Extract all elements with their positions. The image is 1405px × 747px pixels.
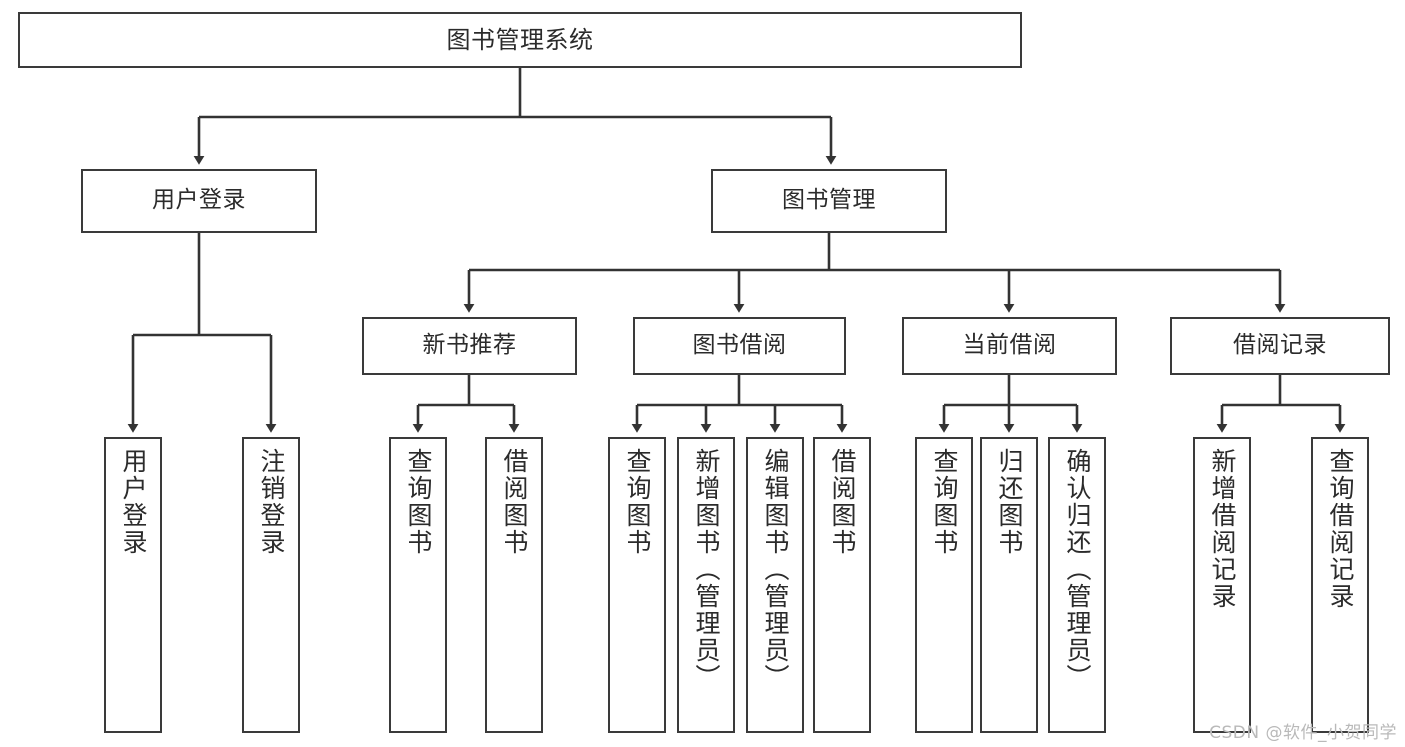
node-book-manage-label: 图书管理 [782,187,876,214]
node-leaf-user-login-label: 用户登录 [119,448,148,556]
node-leaf-borrow-book-1[interactable]: 借阅图书 [485,437,543,733]
node-leaf-return-book[interactable]: 归还图书 [980,437,1038,733]
node-current-borrow-label: 当前借阅 [962,332,1057,359]
node-root-label: 图书管理系统 [446,25,594,54]
node-leaf-query-book-3[interactable]: 查询图书 [915,437,973,733]
node-book-borrow-label: 图书借阅 [692,332,787,359]
node-leaf-borrow-book-2-label: 借阅图书 [828,448,857,556]
node-leaf-query-book-1[interactable]: 查询图书 [389,437,447,733]
node-leaf-confirm-return[interactable]: 确认归还（管理员） [1048,437,1106,733]
node-user-login[interactable]: 用户登录 [81,169,317,233]
node-leaf-borrow-book-1-label: 借阅图书 [500,448,529,556]
node-book-manage[interactable]: 图书管理 [711,169,947,233]
node-leaf-user-login[interactable]: 用户登录 [104,437,162,733]
node-new-book-rec[interactable]: 新书推荐 [362,317,577,375]
node-leaf-query-book-2[interactable]: 查询图书 [608,437,666,733]
node-leaf-query-book-2-label: 查询图书 [623,448,652,556]
node-leaf-borrow-book-2[interactable]: 借阅图书 [813,437,871,733]
node-root[interactable]: 图书管理系统 [18,12,1022,68]
node-book-borrow[interactable]: 图书借阅 [633,317,846,375]
node-leaf-confirm-return-label: 确认归还（管理员） [1063,448,1092,691]
node-leaf-add-record[interactable]: 新增借阅记录 [1193,437,1251,733]
node-leaf-add-record-label: 新增借阅记录 [1208,448,1237,610]
node-leaf-query-record[interactable]: 查询借阅记录 [1311,437,1369,733]
node-leaf-query-book-1-label: 查询图书 [404,448,433,556]
node-leaf-logout-login-label: 注销登录 [257,448,286,556]
node-leaf-logout-login[interactable]: 注销登录 [242,437,300,733]
node-borrow-record[interactable]: 借阅记录 [1170,317,1390,375]
node-leaf-query-book-3-label: 查询图书 [930,448,959,556]
node-current-borrow[interactable]: 当前借阅 [902,317,1117,375]
node-leaf-edit-book[interactable]: 编辑图书（管理员） [746,437,804,733]
node-leaf-return-book-label: 归还图书 [995,448,1024,556]
node-leaf-add-book[interactable]: 新增图书（管理员） [677,437,735,733]
watermark: CSDN @软件_小贺同学 [1209,723,1397,743]
node-borrow-record-label: 借阅记录 [1233,332,1327,359]
node-user-login-label: 用户登录 [152,187,246,214]
node-leaf-add-book-label: 新增图书（管理员） [692,448,721,691]
node-leaf-query-record-label: 查询借阅记录 [1326,448,1355,610]
node-new-book-rec-label: 新书推荐 [422,332,517,359]
node-leaf-edit-book-label: 编辑图书（管理员） [761,448,790,691]
